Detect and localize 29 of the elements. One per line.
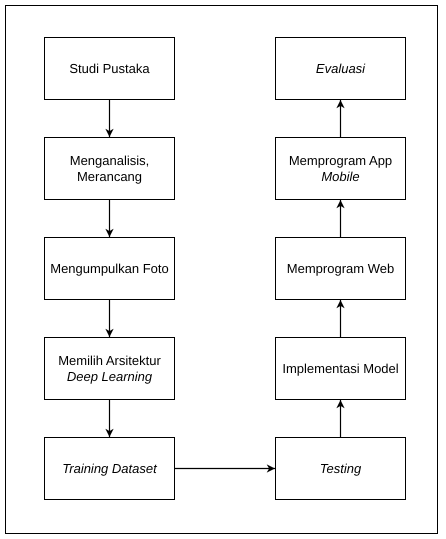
process-box xyxy=(275,37,406,100)
process-box xyxy=(44,137,175,200)
step-label: Evaluasi xyxy=(316,60,366,76)
process-box xyxy=(44,237,175,300)
step-label: Memilih Arsitektur Deep Learning xyxy=(57,352,162,384)
step-label: Menganalisis, Merancang xyxy=(68,152,150,184)
arrow xyxy=(105,100,114,137)
arrow xyxy=(105,300,114,337)
step-label: Mengumpulkan Foto xyxy=(50,260,169,276)
process-box xyxy=(44,337,175,400)
process-box xyxy=(275,137,406,200)
step-label: Training Dataset xyxy=(62,460,157,476)
process-box xyxy=(275,337,406,400)
step-label: Testing xyxy=(320,460,362,476)
process-box xyxy=(44,437,175,500)
arrow xyxy=(105,400,114,437)
arrow xyxy=(175,464,275,473)
step-label: Studi Pustaka xyxy=(69,60,150,76)
process-box xyxy=(275,437,406,500)
step-label: Implementasi Model xyxy=(282,360,399,376)
arrow xyxy=(336,400,345,437)
arrow xyxy=(105,200,114,237)
arrow xyxy=(336,300,345,337)
arrow xyxy=(336,100,345,137)
step-label: Memprogram Web xyxy=(286,260,394,276)
step-label: Memprogram App Mobile xyxy=(288,152,394,184)
arrow xyxy=(336,200,345,237)
process-box xyxy=(275,237,406,300)
process-box xyxy=(44,37,175,100)
